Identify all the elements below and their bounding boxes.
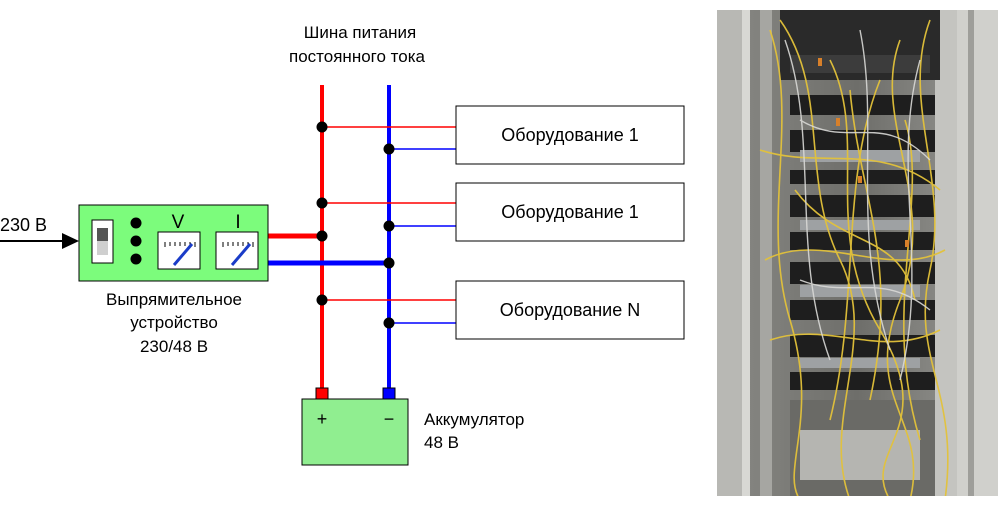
equipment-label: Оборудование 1 [501,202,638,222]
node-pos-eqn [316,294,328,306]
equipment-box-1: Оборудование 1 [455,105,685,165]
ammeter-label: I [235,212,240,233]
equipment-1-feed [322,126,456,150]
rectifier-caption-line3: 230/48 В [140,337,208,356]
input-arrow-head [62,233,79,249]
equipment-box-2: Оборудование 1 [455,182,685,242]
node-neg-eq2 [383,220,395,232]
node-pos-eq2 [316,197,328,209]
battery-plus-sign: + [317,409,328,429]
indicator-dot [130,235,142,247]
battery-label-line1: Аккумулятор [424,410,524,429]
rectifier-unit: V I [78,204,269,282]
input-voltage-label: 230 В [0,215,47,235]
node-neg-rectifier [383,257,395,269]
node-pos-eq1 [316,121,328,133]
junction-nodes [316,121,395,329]
battery: + − [301,387,409,466]
equipment-box-n: Оборудование N [455,280,685,340]
bus-title-line2: постоянного тока [289,47,426,66]
rectifier-caption-line2: устройство [130,313,218,332]
battery-label-line2: 48 В [424,433,459,452]
indicator-dot [130,253,142,265]
bus-title-line1: Шина питания [304,23,416,42]
equipment-2-feed [322,202,456,227]
equipment-label: Оборудование N [500,300,640,320]
equipment-label: Оборудование 1 [501,125,638,145]
node-neg-eq1 [383,143,395,155]
node-neg-eqn [383,317,395,329]
ammeter-icon [215,231,259,270]
voltmeter-label: V [172,212,185,233]
equipment-n-feed [322,299,456,324]
power-switch-icon [91,219,114,264]
indicator-dot [130,217,142,229]
voltmeter-icon [157,231,201,270]
rectifier-caption-line1: Выпрямительное [106,290,242,309]
node-pos-rectifier [316,230,328,242]
battery-minus-sign: − [384,409,395,429]
